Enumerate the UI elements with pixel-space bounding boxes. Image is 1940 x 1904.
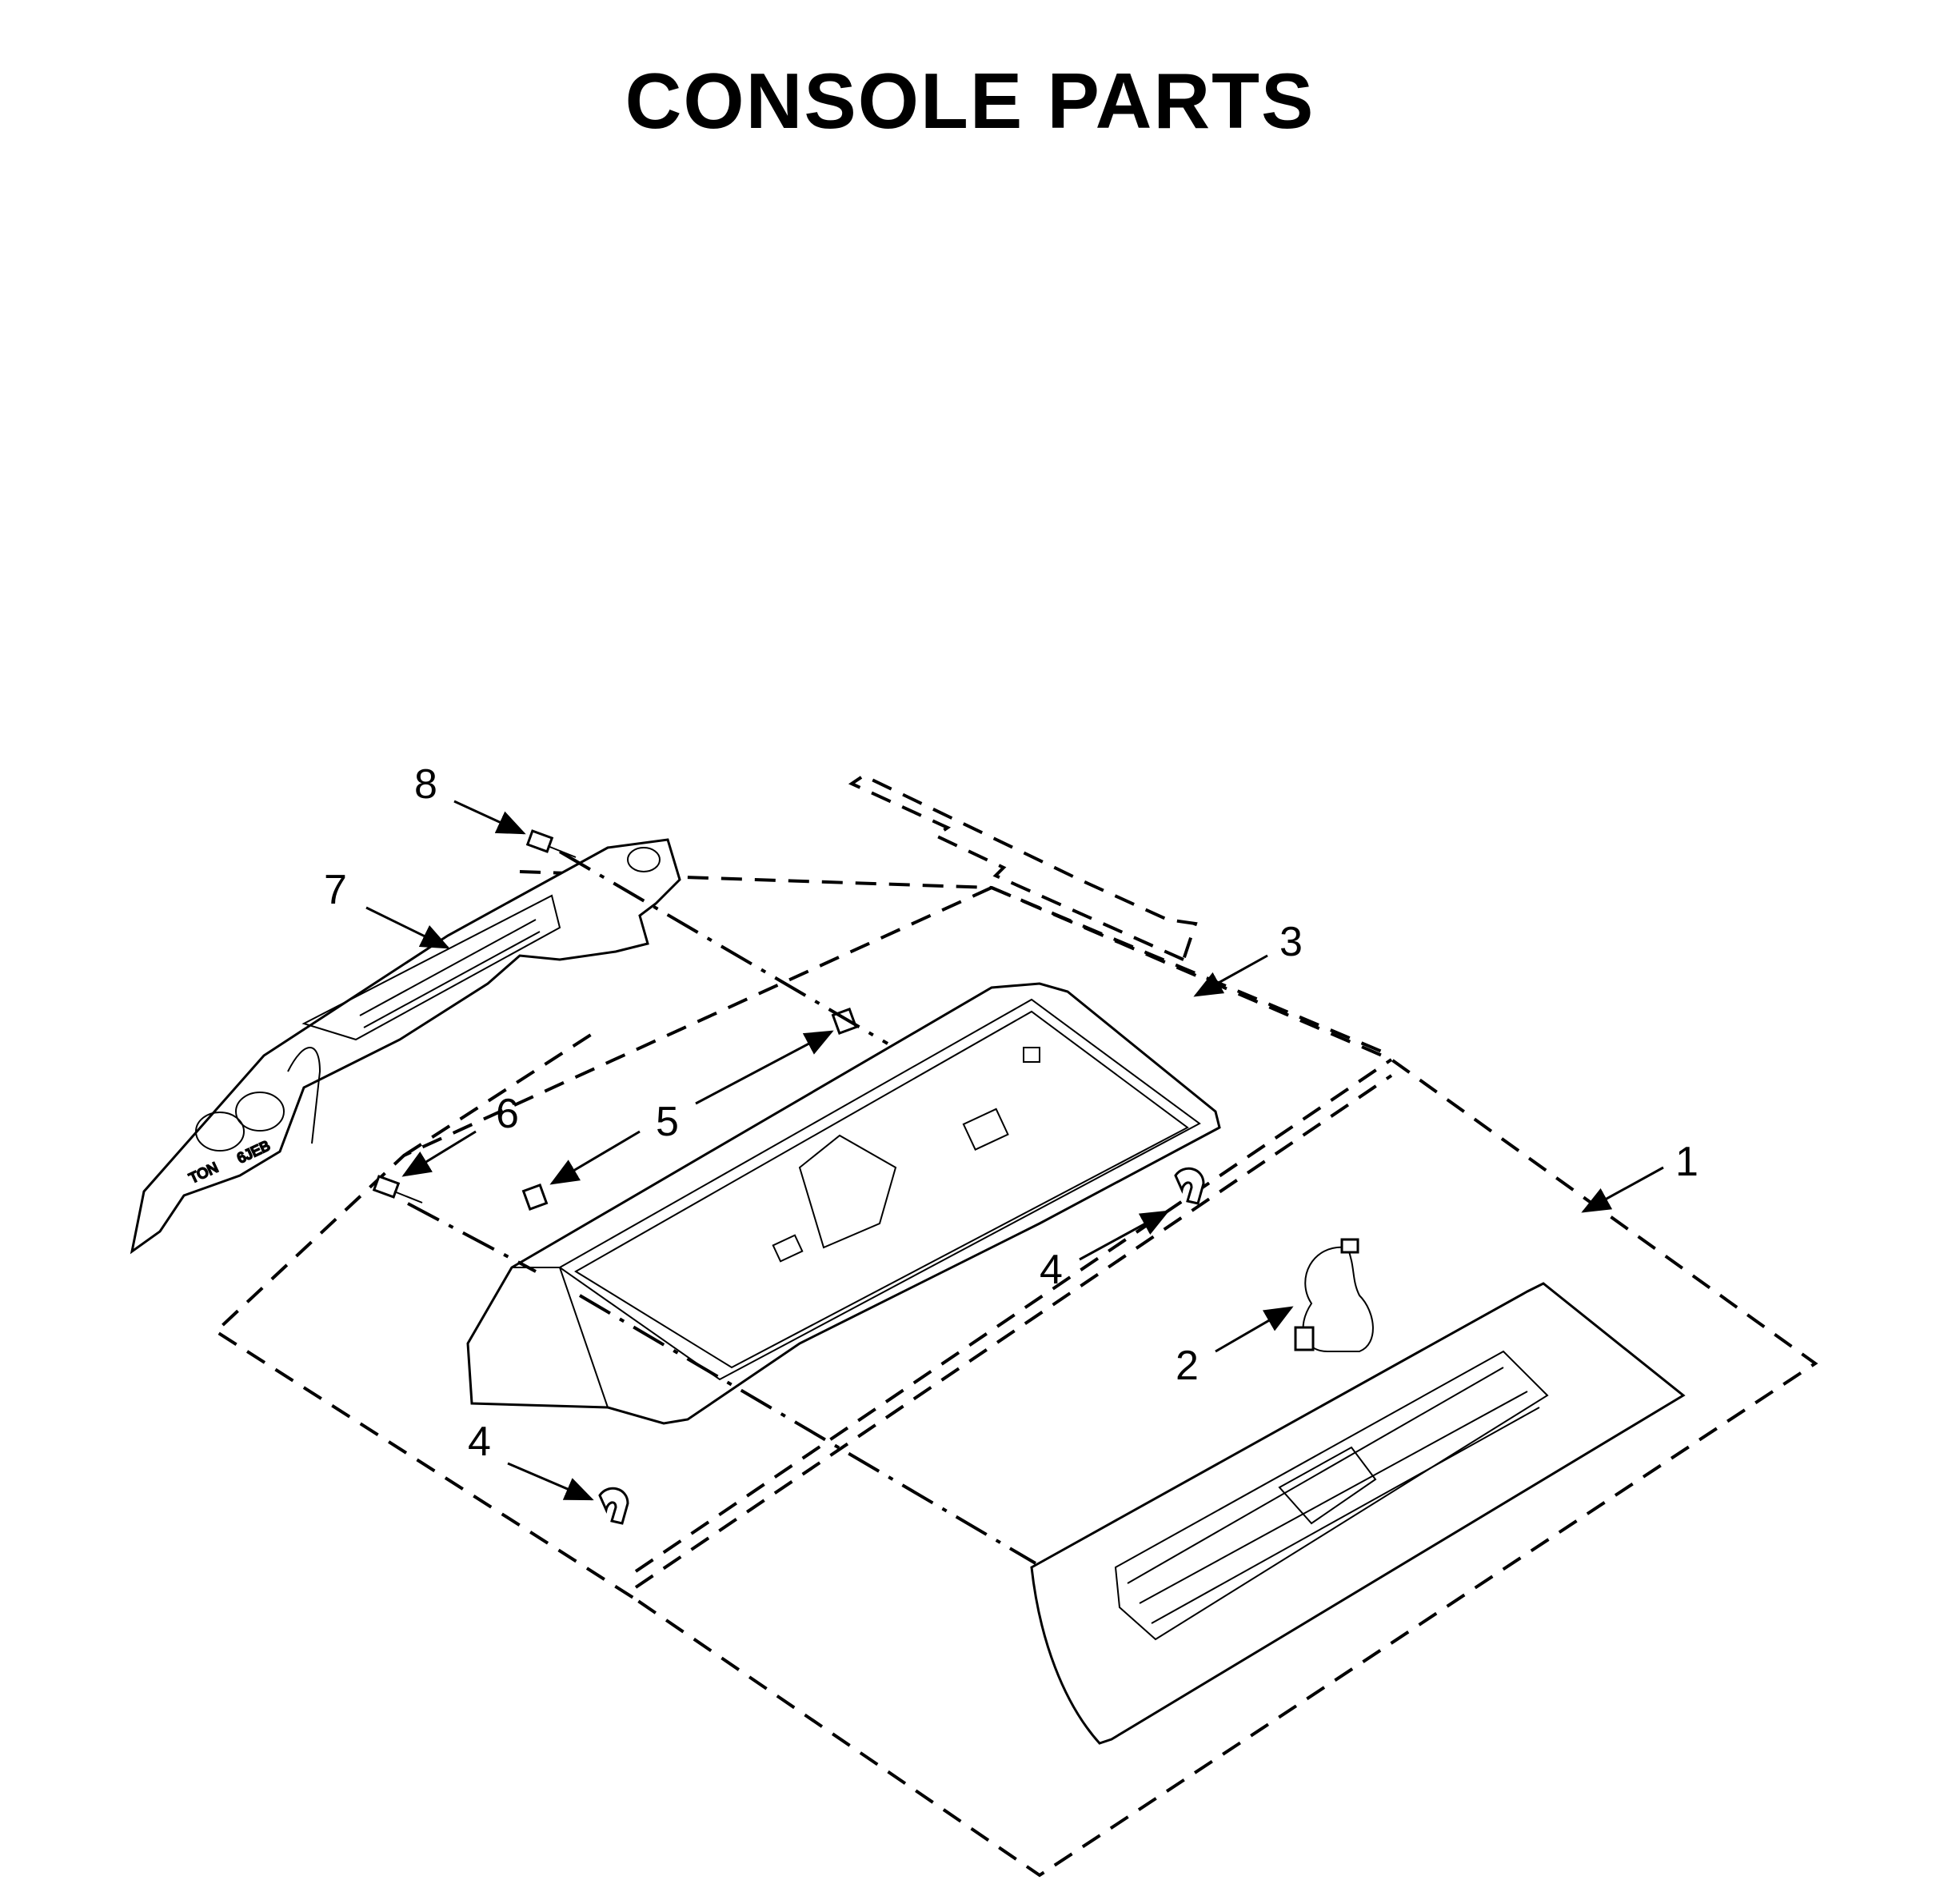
part-2-wire-harness	[1294, 1238, 1374, 1352]
leader-arrow-5-upper	[695, 1030, 834, 1105]
callout-4-left: 4	[468, 1419, 491, 1465]
callout-1: 1	[1675, 1139, 1698, 1185]
assembly-boundary-3	[848, 773, 1198, 961]
part-3-console-housing	[466, 982, 1221, 1425]
callout-5: 5	[656, 1099, 679, 1145]
part-6-screw	[372, 1175, 423, 1203]
leader-arrow-4-left	[507, 1462, 594, 1501]
leader-arrow-2	[1215, 1306, 1294, 1353]
part-4-clip-left	[598, 1487, 629, 1525]
part-4-clip-right	[1174, 1167, 1205, 1205]
leader-arrow-3	[1193, 954, 1268, 997]
part-8-screw	[525, 829, 577, 858]
callout-4-right: 4	[1040, 1247, 1063, 1293]
axis-line-left	[407, 1202, 537, 1273]
assembly-boundary-right	[634, 886, 1818, 1878]
leader-arrow-6	[401, 1130, 477, 1177]
assembly-boundary-inner-2	[634, 1058, 1393, 1573]
part-7-rear-bracket: TON 6JEB	[130, 838, 681, 1255]
callout-8: 8	[414, 761, 437, 808]
leader-arrow-8	[453, 800, 526, 835]
part-1-control-panel	[1030, 1282, 1686, 1745]
assembly-boundary-left	[213, 886, 992, 1601]
leader-arrow-7	[365, 906, 450, 949]
assembly-boundary-inner-1	[402, 1030, 597, 1157]
callout-6: 6	[496, 1091, 519, 1137]
leader-arrow-5-lower	[549, 1130, 641, 1185]
page-title: CONSOLE PARTS	[625, 57, 1315, 145]
callout-2: 2	[1176, 1343, 1199, 1389]
part-5-clip-lower	[521, 1184, 549, 1211]
axis-line-lower	[578, 1294, 1037, 1565]
callout-7: 7	[324, 867, 347, 913]
callout-3: 3	[1279, 919, 1303, 965]
assembly-boundary-inner-3	[634, 1074, 1393, 1589]
leader-arrow-4-right	[1079, 1210, 1170, 1261]
axis-line-upper	[558, 850, 889, 1045]
leader-arrow-1	[1581, 1166, 1664, 1213]
